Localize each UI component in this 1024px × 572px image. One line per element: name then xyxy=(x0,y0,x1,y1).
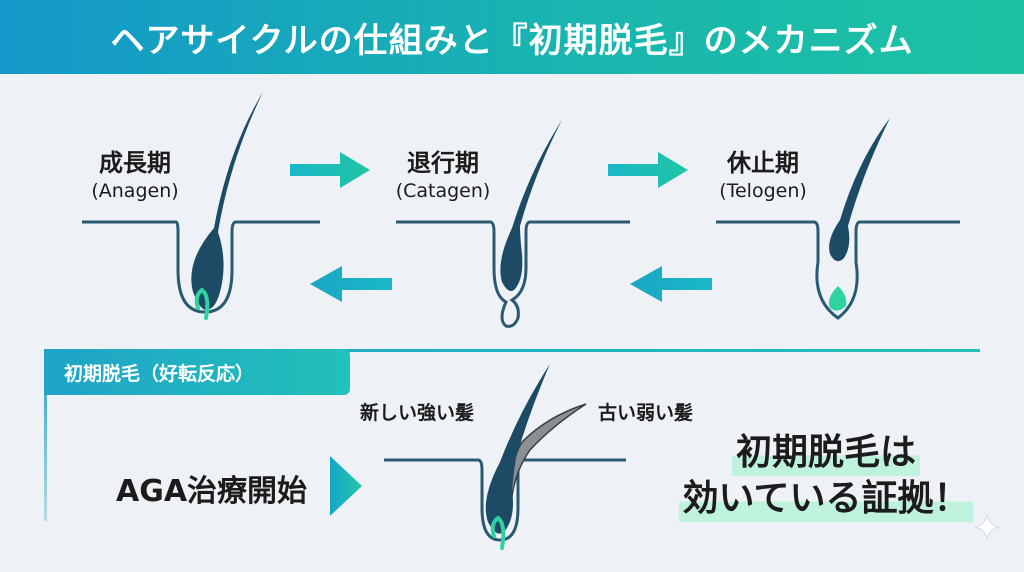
anagen-follicle xyxy=(82,92,320,320)
title-bar: ヘアサイクルの仕組みと『初期脱毛』のメカニズム xyxy=(0,0,1024,74)
right-arrow-icon xyxy=(608,152,688,188)
stage-en-anagen: (Anagen) xyxy=(91,180,179,202)
stage-label-anagen: 成長期 (Anagen) xyxy=(70,148,200,204)
conclusion-text: 初期脱毛は 効いている証拠！ xyxy=(676,430,976,522)
play-triangle-icon xyxy=(330,456,362,516)
stage-label-catagen: 退行期 (Catagen) xyxy=(378,148,508,204)
section-tab: 初期脱毛（好転反応） xyxy=(44,349,350,395)
stage-en-catagen: (Catagen) xyxy=(395,180,491,202)
stage-name-anagen: 成長期 xyxy=(99,149,171,177)
stage-name-telogen: 休止期 xyxy=(727,149,799,177)
section-side-line xyxy=(44,349,47,521)
sparkle-icon xyxy=(974,514,1000,540)
stage-en-telogen: (Telogen) xyxy=(719,180,807,202)
conclusion-line-2: 効いている証拠！ xyxy=(678,476,974,522)
new-hair-label: 新しい強い髪 xyxy=(360,402,475,424)
page-title: ヘアサイクルの仕組みと『初期脱毛』のメカニズム xyxy=(110,20,914,61)
conclusion-line-1: 初期脱毛は xyxy=(731,430,920,476)
section-divider xyxy=(44,349,980,352)
left-arrow-icon xyxy=(310,266,392,302)
stage-name-catagen: 退行期 xyxy=(407,149,479,177)
right-arrow-icon xyxy=(290,152,370,188)
telogen-follicle xyxy=(716,118,960,320)
left-arrow-icon xyxy=(630,266,712,302)
aga-treatment-start-label: AGA治療開始 xyxy=(116,474,308,509)
stage-label-telogen: 休止期 (Telogen) xyxy=(698,148,828,204)
initial-shedding-follicle xyxy=(384,364,626,550)
catagen-follicle xyxy=(396,120,630,328)
old-hair-label: 古い弱い髪 xyxy=(598,402,694,424)
